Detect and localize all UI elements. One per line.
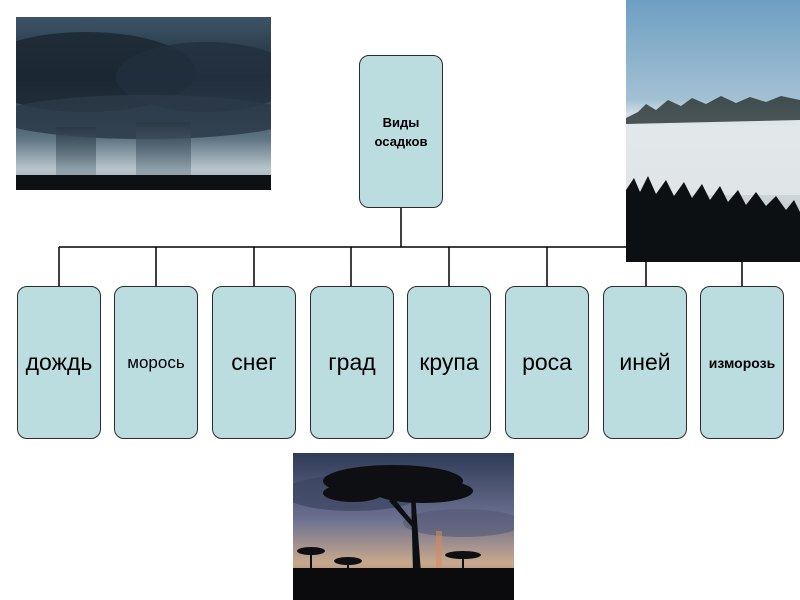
node-dew-label: роса	[522, 349, 572, 375]
node-graupel-label: крупа	[419, 349, 479, 375]
node-hail-label: град	[328, 349, 376, 375]
root-node-label: Виды осадков	[374, 114, 428, 149]
node-rime: изморозь	[700, 286, 784, 439]
node-hoarfrost-label: иней	[619, 349, 671, 375]
node-graupel: крупа	[407, 286, 491, 439]
node-rain: дождь	[17, 286, 101, 439]
node-snow: снег	[212, 286, 296, 439]
node-hail: град	[310, 286, 394, 439]
node-rime-label: изморозь	[708, 354, 776, 371]
root-node-precipitation-types: Виды осадков	[359, 55, 443, 208]
node-snow-label: снег	[231, 349, 277, 375]
node-dew: роса	[505, 286, 589, 439]
node-drizzle-label: морось	[127, 352, 185, 372]
acacia-tree-sunset-photo	[293, 453, 514, 600]
node-rain-label: дождь	[25, 349, 93, 375]
forest-fog-photo	[626, 0, 800, 262]
storm-clouds-rain-photo	[16, 17, 271, 190]
node-drizzle: морось	[114, 286, 198, 439]
node-hoarfrost: иней	[603, 286, 687, 439]
